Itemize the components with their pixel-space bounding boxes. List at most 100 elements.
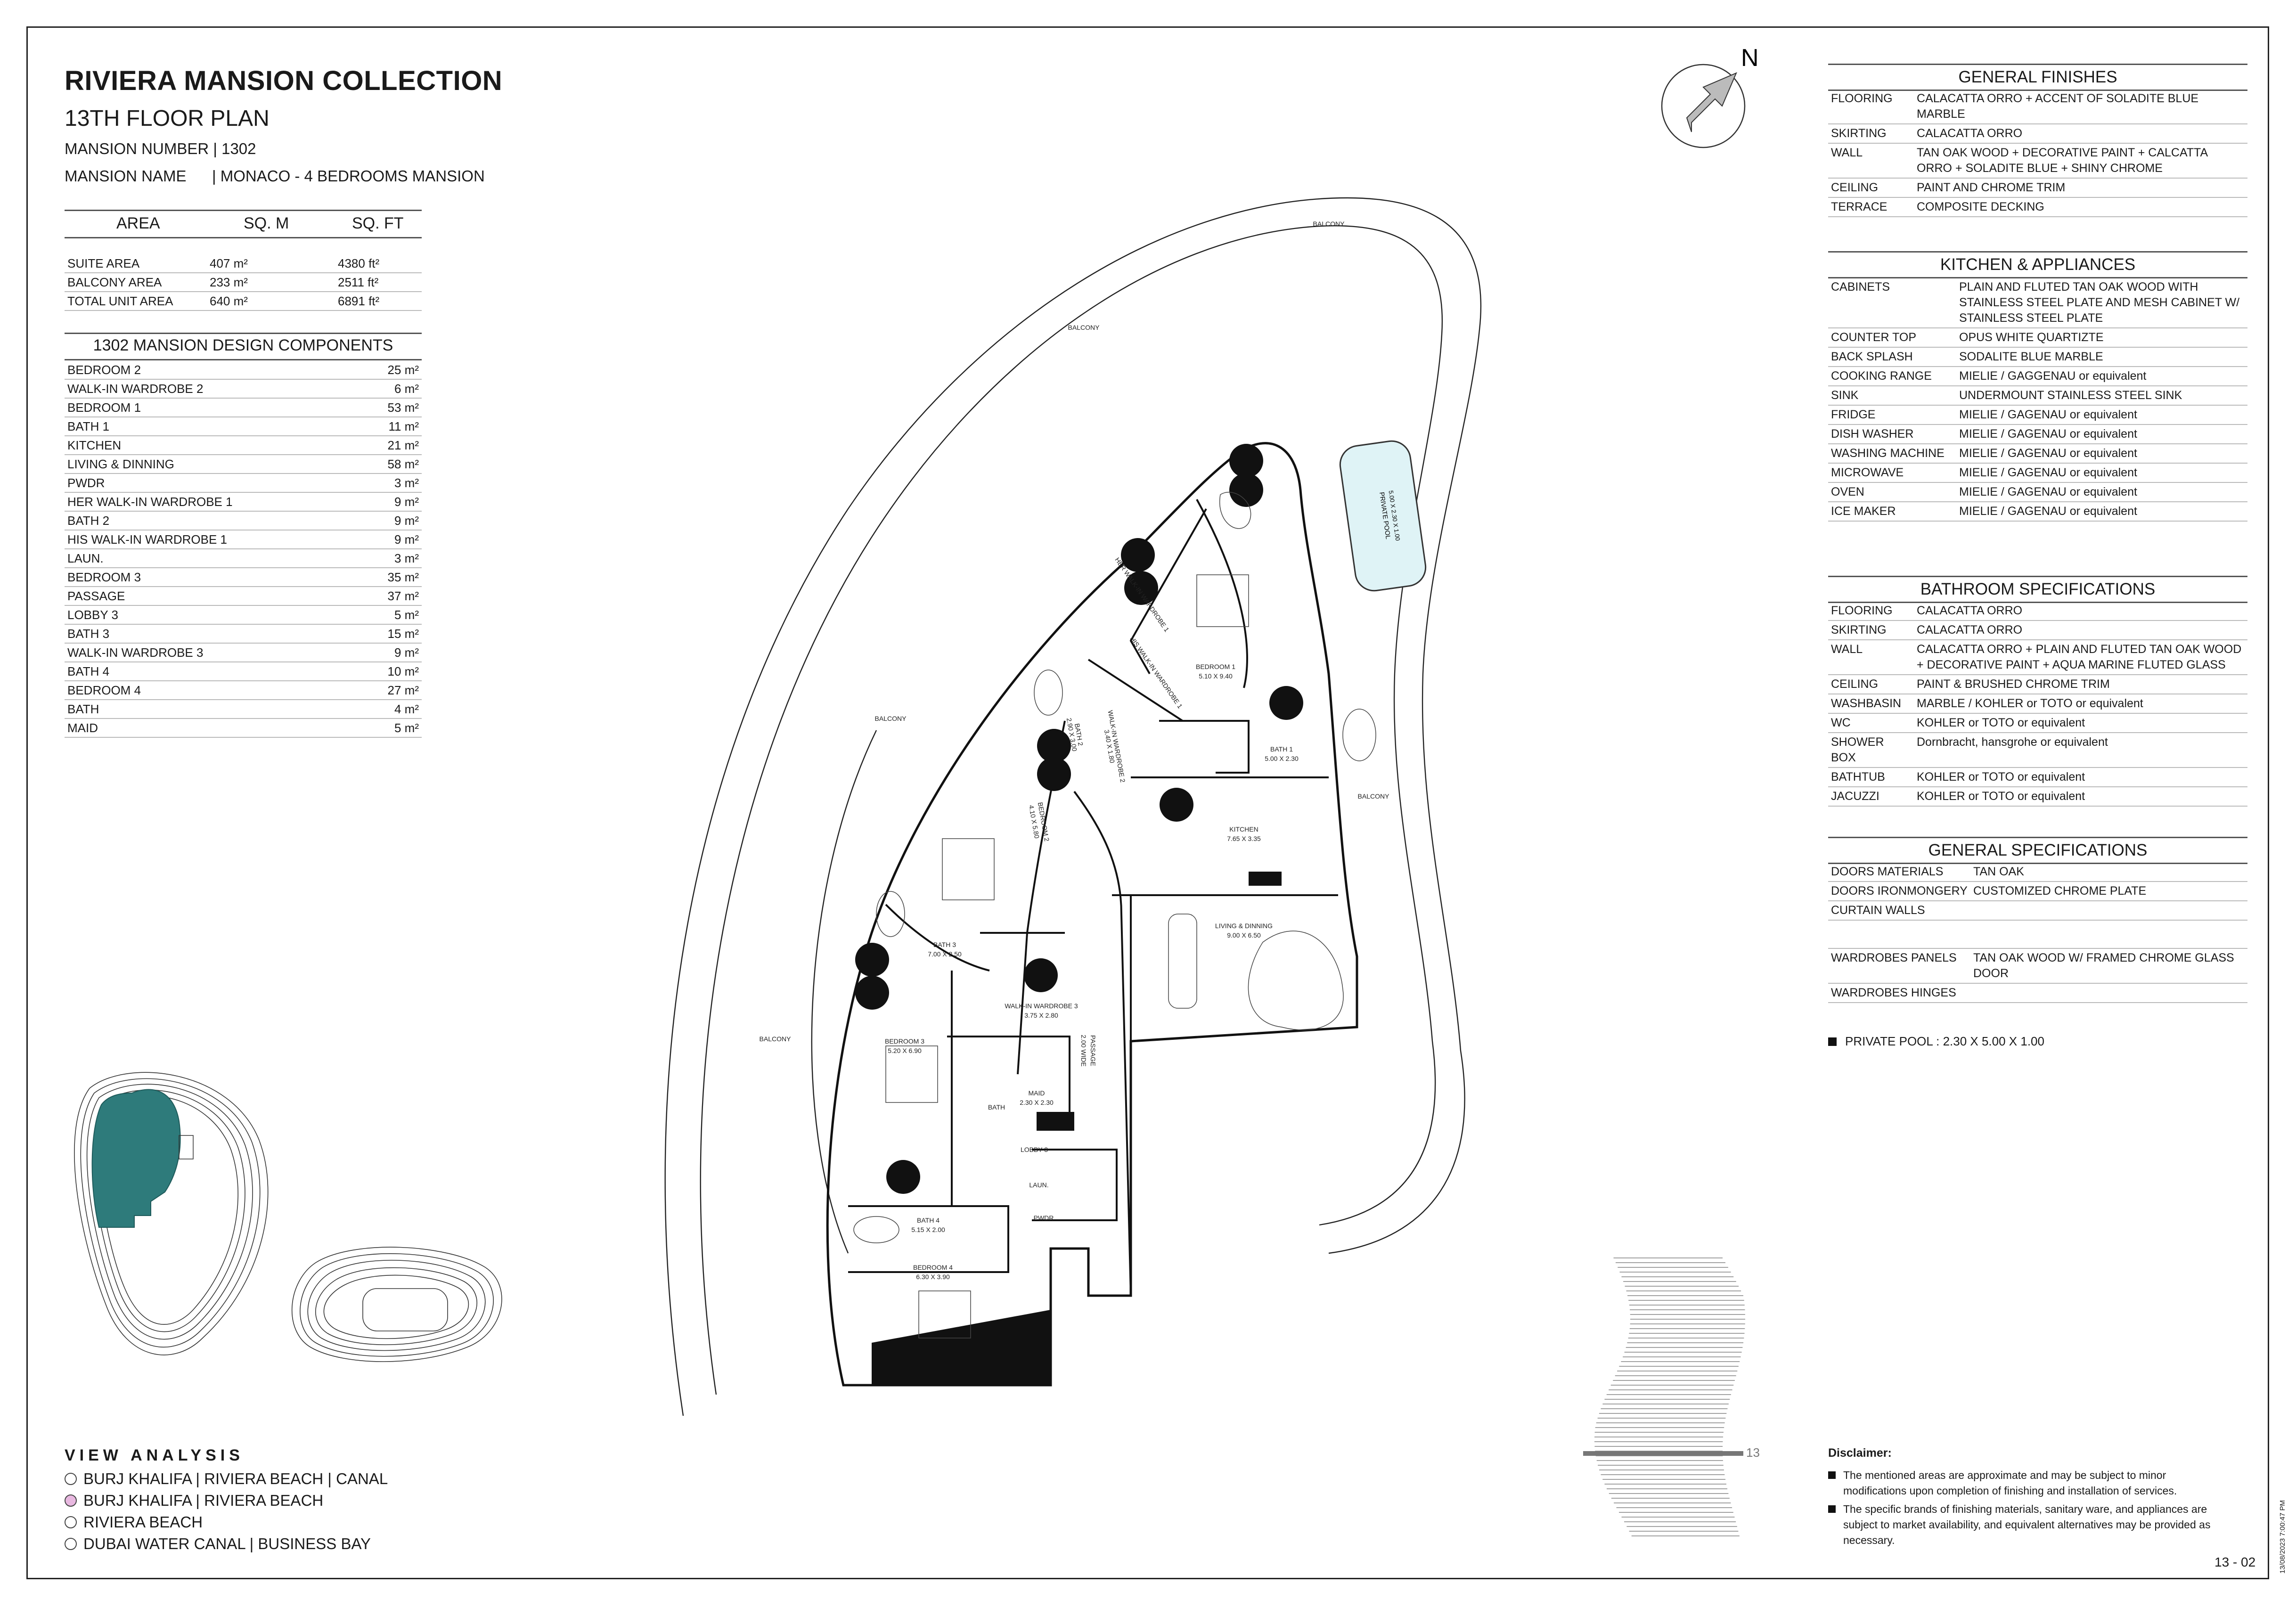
label-kitchen: KITCHEN xyxy=(1229,825,1258,833)
compass-ring xyxy=(1661,64,1746,148)
component-row-cell: LOBBY 3 xyxy=(65,605,359,625)
disclaimer-title: Disclaimer: xyxy=(1828,1446,1892,1460)
floor-plan: PRIVATE POOL 5.00 X 2.30 X 1.00 BALCONY … xyxy=(664,197,1482,1416)
component-row-cell: 25 m² xyxy=(358,361,422,380)
key-plan-outline-2 xyxy=(80,1078,261,1348)
kitchen-row-cell: PLAIN AND FLUTED TAN OAK WOOD WITH STAIN… xyxy=(1956,278,2247,328)
bathroom-row-cell: SHOWER BOX xyxy=(1828,733,1914,768)
label-wiw3: WALK-IN WARDROBE 3 xyxy=(1005,1002,1078,1010)
label-lobby3: LOBBY 3 xyxy=(1021,1146,1048,1153)
general-finishes-row-cell: SKIRTING xyxy=(1828,124,1914,144)
north-arrow-icon xyxy=(1686,72,1737,132)
sqm-col-header: SQ. M xyxy=(244,214,289,232)
bathroom-row-cell: FLOORING xyxy=(1828,602,1914,621)
square-bullet-icon xyxy=(1828,1037,1837,1046)
north-compass: N xyxy=(1661,44,1759,148)
component-row-cell: PASSAGE xyxy=(65,587,359,606)
component-row-cell: BATH 3 xyxy=(65,624,359,644)
area-row-cell: 4380 ft² xyxy=(335,254,422,273)
kitchen-row-cell: OPUS WHITE QUARTIZTE xyxy=(1956,328,2247,348)
wall-bath3-curve xyxy=(885,904,990,971)
general-specs-row-cell xyxy=(1970,920,2247,949)
wall-bath4 xyxy=(848,1205,1009,1273)
bathtub-1 xyxy=(1342,709,1376,761)
area-table-top-rule xyxy=(65,210,422,211)
bathroom-row-cell: PAINT & BRUSHED CHROME TRIM xyxy=(1914,675,2247,694)
component-row-cell: BEDROOM 2 xyxy=(65,361,359,380)
bed-2 xyxy=(942,838,995,900)
label-balcony-upper: BALCONY xyxy=(1068,324,1100,331)
general-specs-row-cell: WARDROBES PANELS xyxy=(1828,948,1970,984)
component-row-cell: 9 m² xyxy=(358,511,422,531)
view-legend-item: DUBAI WATER CANAL | BUSINESS BAY xyxy=(65,1535,371,1553)
view-legend-label: BURJ KHALIFA | RIVIERA BEACH | CANAL xyxy=(83,1470,388,1487)
kitchen-row-cell: MIELIE / GAGENAU or equivalent xyxy=(1956,444,2247,464)
column-6 xyxy=(1160,788,1193,822)
label-bath3-dims: 7.00 X 2.50 xyxy=(928,950,962,958)
view-legend-label: RIVIERA BEACH xyxy=(83,1513,203,1531)
bathroom-row-cell: KOHLER or TOTO or equivalent xyxy=(1914,713,2247,733)
component-row-cell: 11 m² xyxy=(358,417,422,436)
label-pwdr: PWDR xyxy=(1034,1214,1054,1222)
kitchen-row-cell: CABINETS xyxy=(1828,278,1956,328)
component-row-cell: BATH xyxy=(65,700,359,719)
general-specs-title: GENERAL SPECIFICATIONS xyxy=(1828,837,2247,864)
general-finishes-row-cell: WALL xyxy=(1828,143,1914,179)
area-col-header: AREA xyxy=(116,214,160,232)
balcony-outline-outer xyxy=(664,197,1482,1416)
bed-1 xyxy=(1196,574,1249,627)
component-row-cell: 9 m² xyxy=(358,643,422,662)
component-row-cell: BATH 4 xyxy=(65,662,359,681)
bathroom-specs-title: BATHROOM SPECIFICATIONS xyxy=(1828,576,2247,603)
label-living-dims: 9.00 X 6.50 xyxy=(1227,931,1261,939)
bathroom-row-cell: CALACATTA ORRO xyxy=(1914,620,2247,640)
view-legend-item: BURJ KHALIFA | RIVIERA BEACH | CANAL xyxy=(65,1470,388,1488)
page-number: 13 - 02 xyxy=(2214,1555,2256,1569)
column-3 xyxy=(1121,538,1155,572)
print-timestamp: 13/08/2023 7:00:47 PM xyxy=(2279,1500,2287,1574)
wall-lobby xyxy=(1032,1149,1118,1221)
component-row-cell: BEDROOM 1 xyxy=(65,398,359,417)
mansion-name-label: MANSION NAME xyxy=(65,167,187,185)
view-analysis-title: VIEW ANALYSIS xyxy=(65,1446,244,1464)
legend-circle-icon xyxy=(65,1516,77,1528)
area-row-cell: 6891 ft² xyxy=(335,292,422,311)
bathroom-row-cell: KOHLER or TOTO or equivalent xyxy=(1914,767,2247,787)
label-his-wiw: HIS WALK-IN WARDROBE 1 xyxy=(1128,635,1184,710)
components-title: 1302 MANSION DESIGN COMPONENTS xyxy=(93,336,393,354)
general-specs-row-cell: CURTAIN WALLS xyxy=(1828,901,1970,921)
label-kitchen-dims: 7.65 X 3.35 xyxy=(1227,835,1261,842)
component-row-cell: PWDR xyxy=(65,473,359,493)
wall-wiw3 xyxy=(947,1036,1070,1122)
kitchen-row-cell: MIELIE / GAGENAU or equivalent xyxy=(1956,463,2247,483)
kitchen-row-cell: ICE MAKER xyxy=(1828,502,1956,522)
document-subtitle: 13TH FLOOR PLAN xyxy=(65,106,270,131)
column-10 xyxy=(855,943,889,977)
private-pool-shape xyxy=(1339,440,1427,592)
kitchen-row-cell: MIELIE / GAGENAU or equivalent xyxy=(1956,405,2247,425)
